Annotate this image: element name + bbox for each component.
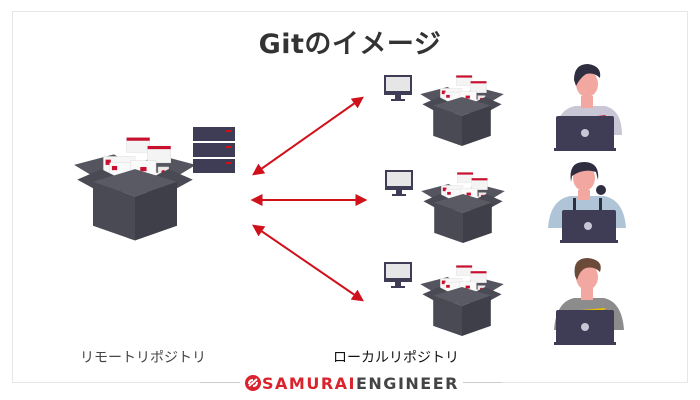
footer-divider-right bbox=[462, 382, 502, 383]
developer-man-laptop-icon bbox=[554, 64, 622, 151]
brand-name-engineer: ENGINEER bbox=[355, 373, 459, 393]
developer-woman-laptop-icon bbox=[548, 162, 626, 243]
local-computer-2-monitor-icon bbox=[385, 170, 413, 196]
footer-divider-left bbox=[200, 382, 240, 383]
page-title: Gitのイメージ bbox=[258, 29, 442, 60]
remote-repository-label: リモートリポジトリ bbox=[80, 350, 206, 366]
brand-name-samurai: SAMURAI bbox=[262, 373, 356, 393]
local-repository-1-box-icon bbox=[419, 75, 505, 147]
local-repository-label: ローカルリポジトリ bbox=[333, 350, 459, 366]
server-stack-icon bbox=[193, 127, 235, 173]
developer-man-laptop-icon bbox=[554, 258, 624, 345]
local-computer-3-monitor-icon bbox=[384, 262, 412, 288]
sync-arrow-bottom bbox=[252, 224, 364, 302]
remote-repository-box-icon bbox=[73, 137, 197, 242]
local-repository-3-box-icon bbox=[419, 265, 505, 337]
sync-arrow-top bbox=[252, 96, 364, 176]
local-computer-1-monitor-icon bbox=[384, 75, 412, 101]
local-repository-2-box-icon bbox=[420, 172, 506, 244]
samurai-s-logo-icon bbox=[245, 375, 261, 391]
